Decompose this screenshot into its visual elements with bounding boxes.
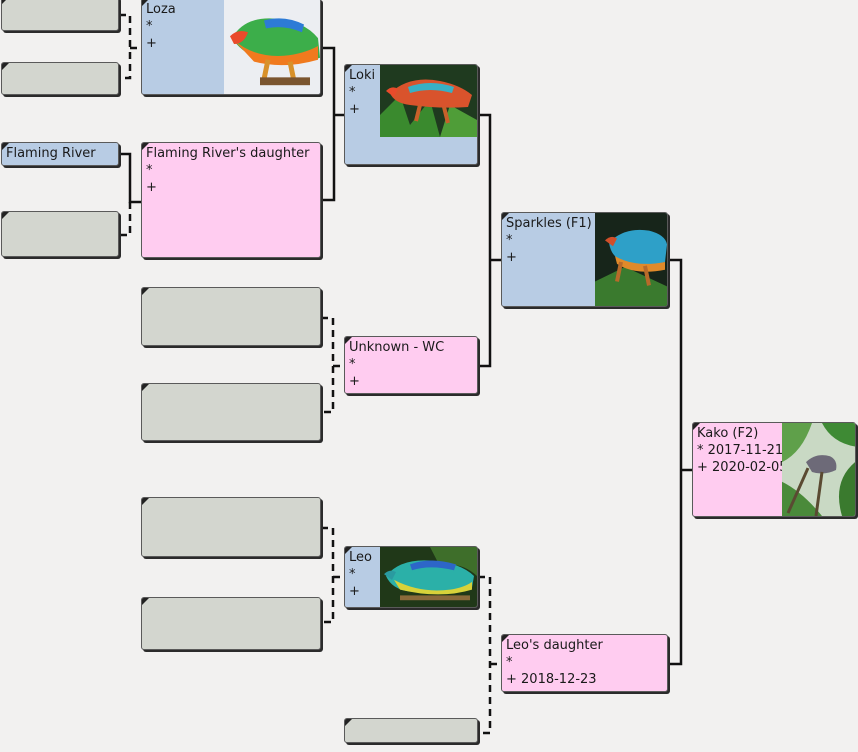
person-box-unknown[interactable] <box>344 718 478 743</box>
person-died: + <box>506 250 517 265</box>
connector-flaming-river-daughter-parents <box>119 152 141 204</box>
connector-leo-daughter-parents <box>478 575 501 735</box>
connector-sparkles-parents <box>478 113 501 368</box>
person-name: Leo's daughter <box>506 638 603 653</box>
person-box-loza[interactable]: Loza * + <box>141 0 321 95</box>
connector-loza-parents <box>119 13 141 80</box>
person-born: * <box>349 567 356 582</box>
connector-flaming-river-daughter-mother <box>119 202 132 237</box>
connector-loki-parents <box>320 46 344 202</box>
person-born: * <box>146 163 153 178</box>
person-box-unknown[interactable] <box>141 497 321 557</box>
person-box-leos-daughter[interactable]: Leo's daughter * + 2018-12-23 <box>501 634 668 692</box>
person-box-unknown[interactable] <box>1 211 119 257</box>
person-box-loki[interactable]: Loki * + <box>344 64 478 165</box>
person-died: + <box>146 180 157 195</box>
person-born: * <box>349 357 356 372</box>
person-name: Unknown - WC <box>349 340 445 355</box>
person-box-unknown[interactable] <box>141 597 321 650</box>
person-name: Loki <box>349 68 376 83</box>
person-box-kako[interactable]: Kako (F2) * 2017-11-21 + 2020-02-05 <box>692 422 856 517</box>
chameleon-photo <box>595 213 667 306</box>
chameleon-photo <box>380 547 477 607</box>
person-box-leo[interactable]: Leo * + <box>344 546 478 608</box>
person-died: + <box>349 584 360 599</box>
connector-leo-parents <box>321 526 344 624</box>
person-box-flaming-river[interactable]: Flaming River <box>1 142 119 166</box>
person-died: + <box>146 36 157 51</box>
person-name: Sparkles (F1) <box>506 216 592 231</box>
person-box-unknown-wc[interactable]: Unknown - WC * + <box>344 336 478 394</box>
person-died: + 2020-02-05 <box>697 460 788 475</box>
chameleon-photo <box>782 423 855 516</box>
chameleon-photo <box>380 65 477 137</box>
connector-kako-parents <box>668 258 692 666</box>
person-name: Flaming River's daughter <box>146 146 310 161</box>
person-born: * <box>349 85 356 100</box>
person-died: + 2018-12-23 <box>506 672 597 687</box>
person-box-unknown[interactable] <box>1 62 119 95</box>
person-born: * <box>146 19 153 34</box>
person-name: Leo <box>349 550 372 565</box>
chameleon-photo <box>224 0 320 94</box>
person-name: Loza <box>146 2 176 17</box>
person-name: Kako (F2) <box>697 426 759 441</box>
person-box-sparkles[interactable]: Sparkles (F1) * + <box>501 212 668 307</box>
person-born: * 2017-11-21 <box>697 443 784 458</box>
person-box-unknown[interactable] <box>141 287 321 346</box>
person-box-flaming-river-daughter[interactable]: Flaming River's daughter * + <box>141 142 321 258</box>
person-born: * <box>506 233 513 248</box>
person-died: + <box>349 374 360 389</box>
person-box-unknown[interactable] <box>1 0 119 31</box>
person-died: + <box>349 102 360 117</box>
connector-unknown-wc-parents <box>321 316 344 414</box>
person-name: Flaming River <box>6 146 96 161</box>
person-box-unknown[interactable] <box>141 383 321 441</box>
person-born: * <box>506 655 513 670</box>
